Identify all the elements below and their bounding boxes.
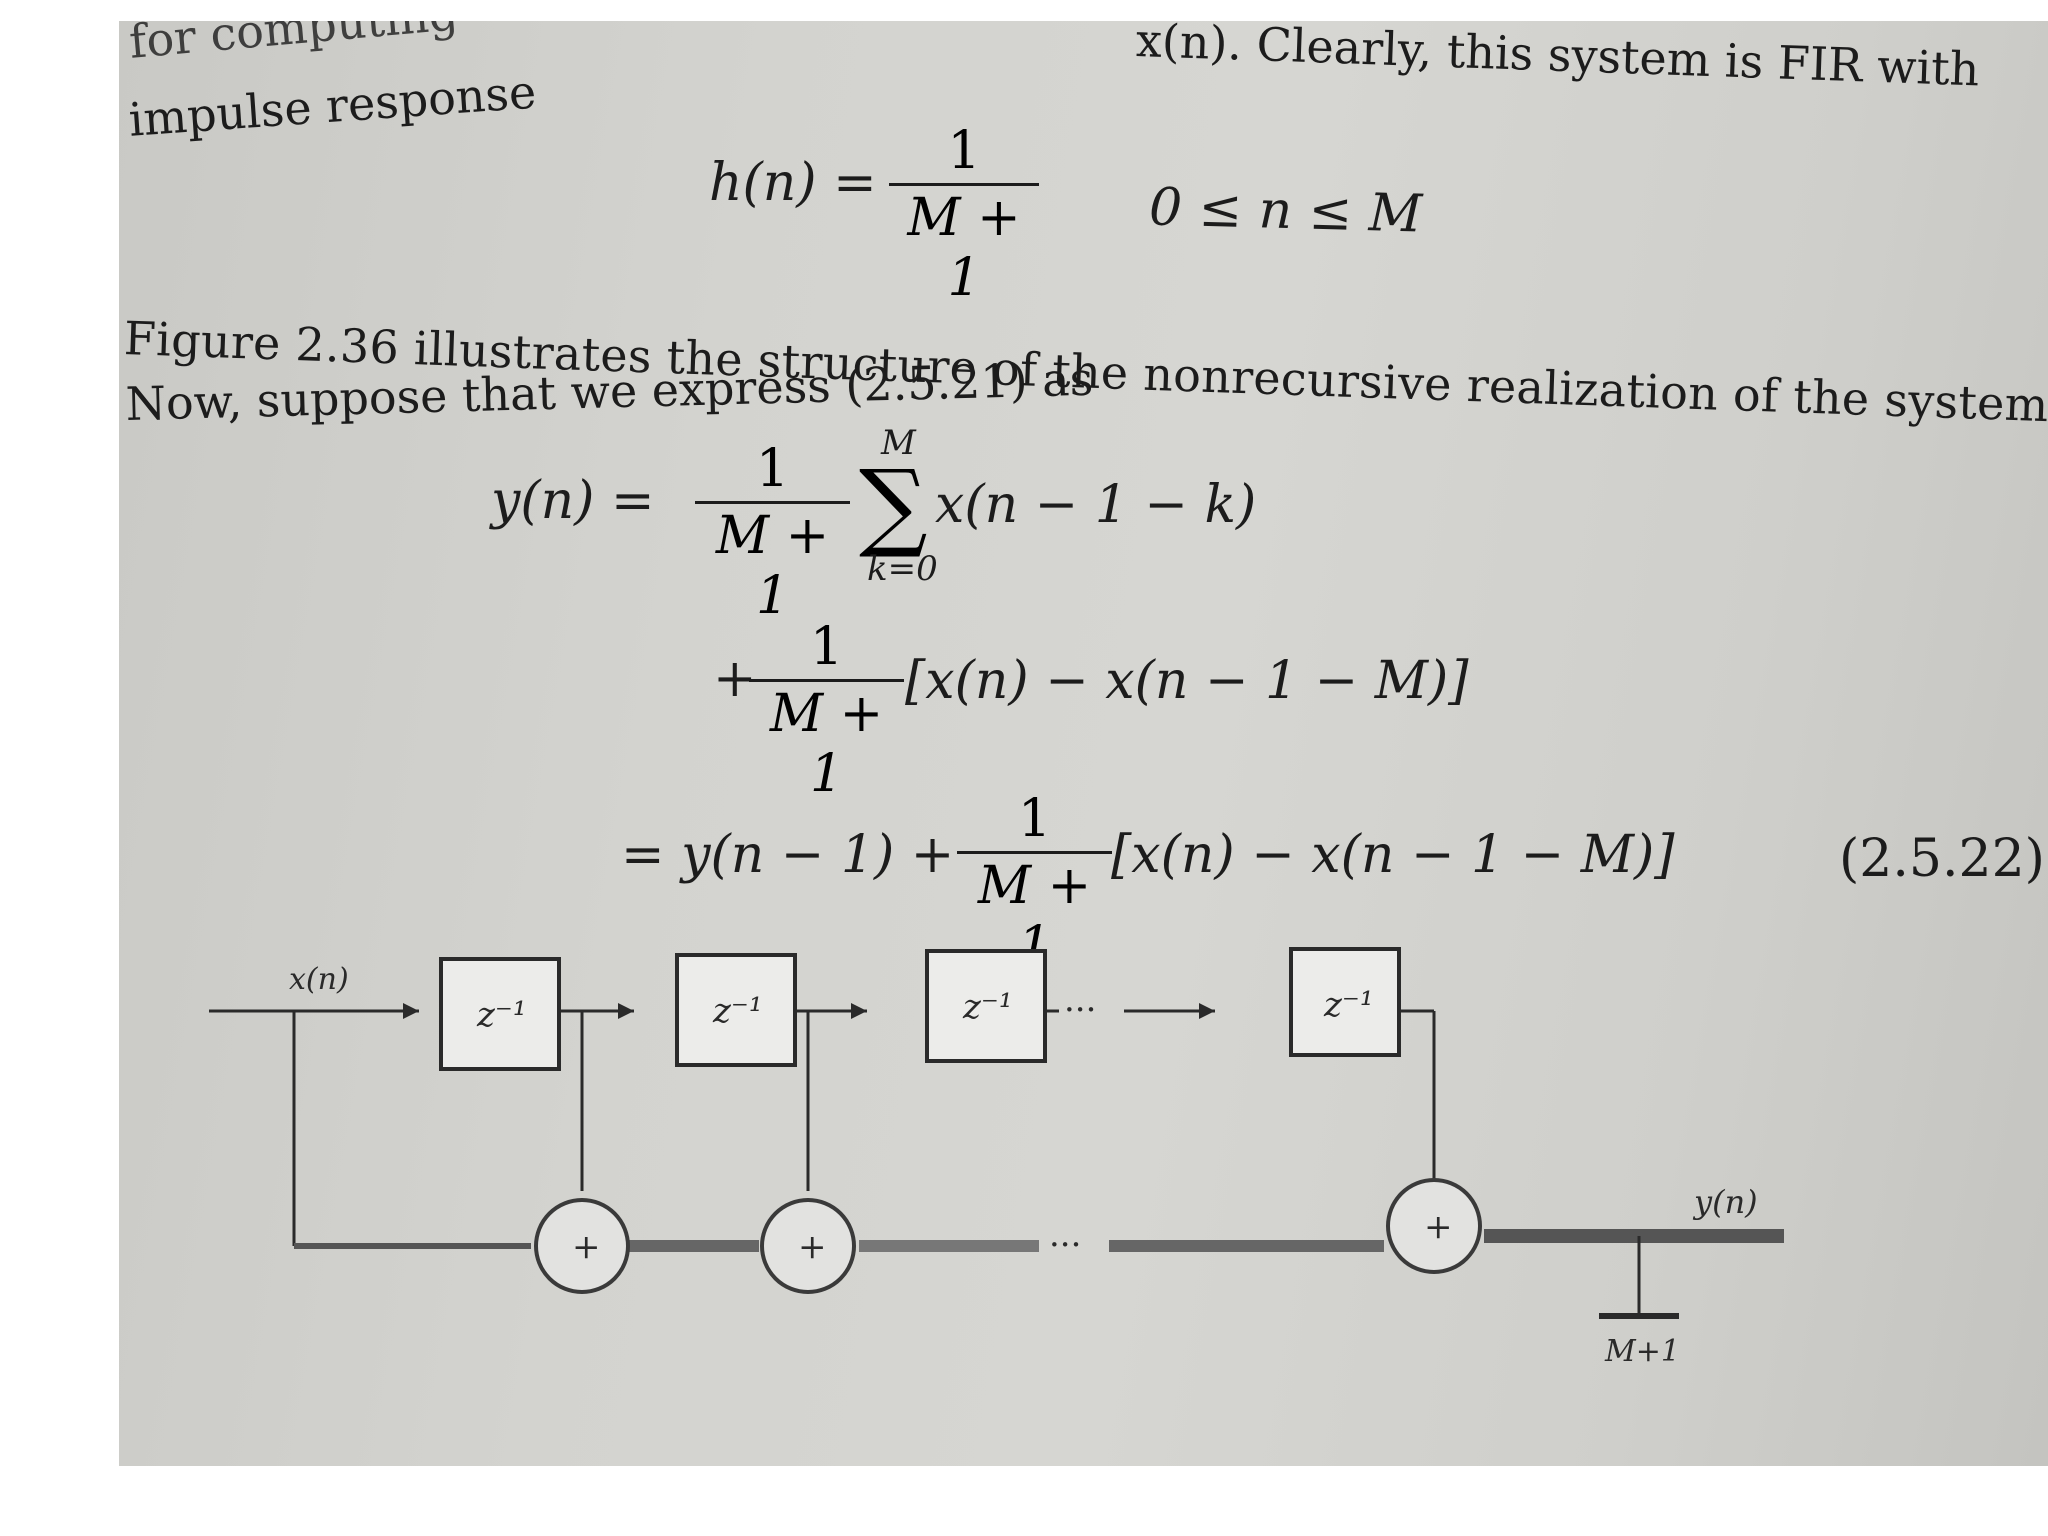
- eq-h-fraction: 1 M + 1: [889, 121, 1039, 308]
- eq-y-fraction-2-numerator: 1: [809, 617, 844, 677]
- sum-lower-limit: k=0: [867, 549, 938, 589]
- fraction-bar: [889, 183, 1039, 186]
- delay-box-4: [1289, 947, 1401, 1057]
- fraction-bar: [957, 851, 1112, 854]
- delay-label-2: z⁻¹: [712, 991, 763, 1031]
- adder-symbol-3: +: [1424, 1207, 1453, 1247]
- delay-box-3: [925, 949, 1047, 1063]
- delay-label-1: z⁻¹: [476, 995, 527, 1035]
- eq-y-fraction-1-denominator: M + 1: [715, 506, 830, 626]
- summation-sign: ∑: [859, 449, 928, 561]
- adder-1: [534, 1198, 630, 1294]
- adder-symbol-1: +: [572, 1227, 601, 1267]
- eq-y-line3-prefix: = y(n − 1) +: [621, 825, 955, 885]
- eq-y-fraction-1: 1 M + 1: [695, 439, 850, 626]
- eq-y-fraction-1-numerator: 1: [755, 439, 790, 499]
- fraction-bar: [749, 679, 904, 682]
- eq-h-lhs: h(n) =: [709, 153, 877, 213]
- eq-y-line2-term: [x(n) − x(n − 1 − M)]: [905, 651, 1469, 711]
- eq-h-numerator: 1: [947, 121, 981, 181]
- delay-label-4: z⁻¹: [1323, 985, 1374, 1025]
- eq-y-line3-term: [x(n) − x(n − 1 − M)]: [1111, 825, 1675, 885]
- eq-y-fraction-3-numerator: 1: [1017, 789, 1052, 849]
- adder-2: [760, 1198, 856, 1294]
- output-label: y(n): [1692, 1183, 1758, 1221]
- input-label: x(n): [289, 962, 349, 997]
- arrowhead: [851, 1003, 867, 1019]
- accumulator-ellipsis: ···: [1049, 1225, 1081, 1265]
- eq-y-fraction-2: 1 M + 1: [749, 617, 904, 804]
- eq-y-fraction-2-denominator: M + 1: [769, 684, 884, 804]
- delay-label-3: z⁻¹: [962, 987, 1013, 1027]
- arrowhead: [618, 1003, 634, 1019]
- delay-box-1: [439, 957, 561, 1071]
- block-diagram: x(n) z⁻¹ z⁻¹ z⁻¹ z⁻¹ ··· ··· + + + y(n) …: [209, 947, 1784, 1369]
- fraction-bar: [695, 501, 850, 504]
- eq-y-lhs: y(n) =: [491, 471, 655, 531]
- gain-label: M+1: [1604, 1334, 1680, 1369]
- equation-number: (2.5.22): [1839, 829, 2045, 889]
- arrowhead: [403, 1003, 419, 1019]
- sum-upper-limit: M: [881, 423, 916, 463]
- adder-3: [1386, 1178, 1482, 1274]
- adder-symbol-2: +: [798, 1227, 827, 1267]
- eq-h-denominator: M + 1: [907, 188, 1021, 308]
- arrowhead: [1199, 1003, 1215, 1019]
- delay-box-2: [675, 953, 797, 1067]
- photographed-page: for computing x(n). Clearly, this system…: [119, 21, 2048, 1466]
- eq-y-sum-term: x(n − 1 − k): [935, 475, 1257, 535]
- chain-ellipsis: ···: [1064, 990, 1096, 1030]
